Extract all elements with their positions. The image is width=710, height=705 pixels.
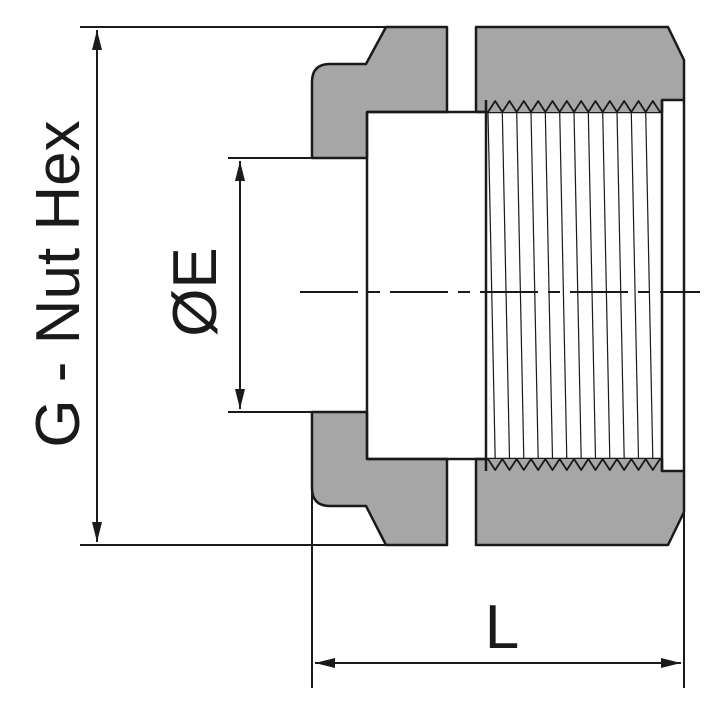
thread-lines xyxy=(487,111,654,460)
diameter-label: ØE xyxy=(161,247,230,337)
thread-teeth-bottom xyxy=(487,458,661,471)
thread-line xyxy=(645,111,654,460)
thread-line xyxy=(616,111,625,460)
bore-outline xyxy=(365,100,686,471)
thread-line xyxy=(516,111,525,460)
hex-dimension xyxy=(80,26,386,546)
nut-hex-label: G - Nut Hex xyxy=(24,120,93,447)
thread-line xyxy=(573,111,582,460)
thread-line xyxy=(530,111,539,460)
thread-line xyxy=(501,111,511,460)
diameter-dimension xyxy=(228,157,312,413)
thread-line xyxy=(559,111,568,460)
groove-slot xyxy=(446,27,477,545)
thread-line xyxy=(602,111,611,460)
thread-line xyxy=(544,111,554,460)
thread-line xyxy=(487,111,496,460)
thread-line xyxy=(630,111,640,460)
thread-line xyxy=(587,111,597,460)
thread-teeth xyxy=(487,100,661,471)
length-label: L xyxy=(485,593,519,662)
length-dimension xyxy=(311,488,685,688)
